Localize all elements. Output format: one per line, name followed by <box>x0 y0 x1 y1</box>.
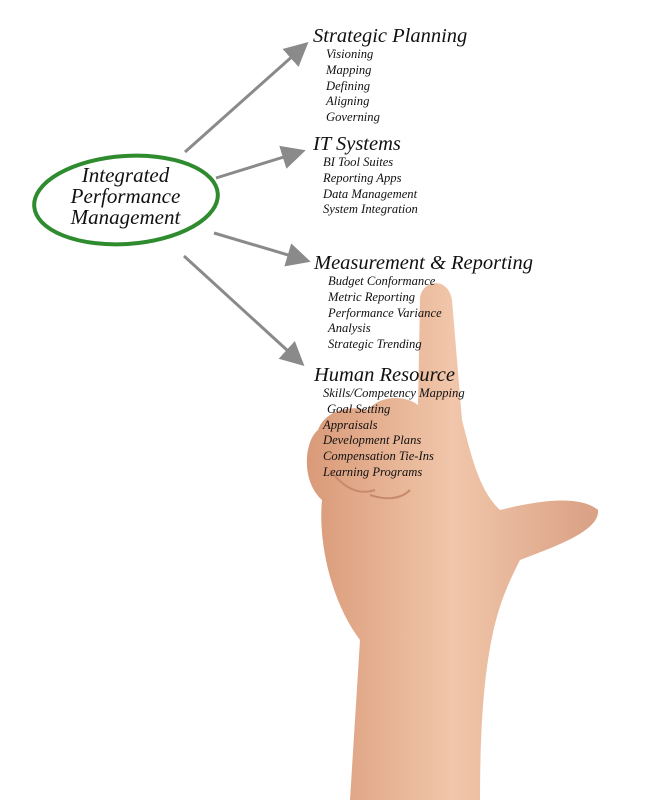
branch-strategic-planning: Strategic Planning Visioning Mapping Def… <box>313 25 467 126</box>
branch-item: BI Tool Suites <box>323 155 394 169</box>
branch-item: Reporting Apps <box>323 170 402 185</box>
center-ring <box>32 153 220 247</box>
arrow-human-resource <box>182 254 305 367</box>
branch-item: Compensation Tie-Ins <box>323 449 434 464</box>
branch-it-systems: IT Systems BI Tool Suites Reporting Apps… <box>313 133 418 218</box>
branch-item: Governing <box>326 110 380 125</box>
center-line: Performance <box>70 184 181 208</box>
branch-item: Budget Conformance <box>328 274 436 288</box>
branch-measurement-reporting: Measurement & Reporting Budget Conforman… <box>314 252 533 353</box>
branch-heading: Strategic Planning <box>313 25 468 47</box>
branch-item: Visioning <box>326 47 374 61</box>
branch-item: Performance Variance <box>328 305 442 320</box>
center-title: Integrated Performance Management <box>33 165 218 228</box>
branch-item: Metric Reporting <box>328 289 416 304</box>
branch-item: Defining <box>326 78 371 93</box>
branch-human-resource: Human Resource Skills/Competency Mapping… <box>314 364 465 481</box>
hand-image <box>306 283 599 800</box>
branch-item: Mapping <box>326 62 372 77</box>
branch-item: Analysis <box>328 321 371 336</box>
arrow-measurement-reporting <box>213 231 311 267</box>
branch-item: Learning Programs <box>323 464 423 479</box>
branch-heading: Measurement & Reporting <box>314 252 534 274</box>
branch-item: Aligning <box>326 94 370 109</box>
branch-item: Goal Setting <box>327 401 391 416</box>
branch-item: Data Management <box>323 186 418 201</box>
branch-item: Strategic Trending <box>328 337 422 352</box>
branch-item: System Integration <box>323 202 418 217</box>
center-line: Management <box>70 205 181 229</box>
branch-item: Development Plans <box>323 433 422 448</box>
arrows <box>182 42 311 367</box>
center-line: Integrated <box>81 163 170 187</box>
arrow-strategic-planning <box>184 42 309 154</box>
branch-item: Skills/Competency Mapping <box>323 386 465 400</box>
branch-heading: Human Resource <box>314 364 455 386</box>
branch-item: Appraisals <box>323 417 378 432</box>
arrow-it-systems <box>215 145 306 180</box>
branch-heading: IT Systems <box>313 133 401 155</box>
